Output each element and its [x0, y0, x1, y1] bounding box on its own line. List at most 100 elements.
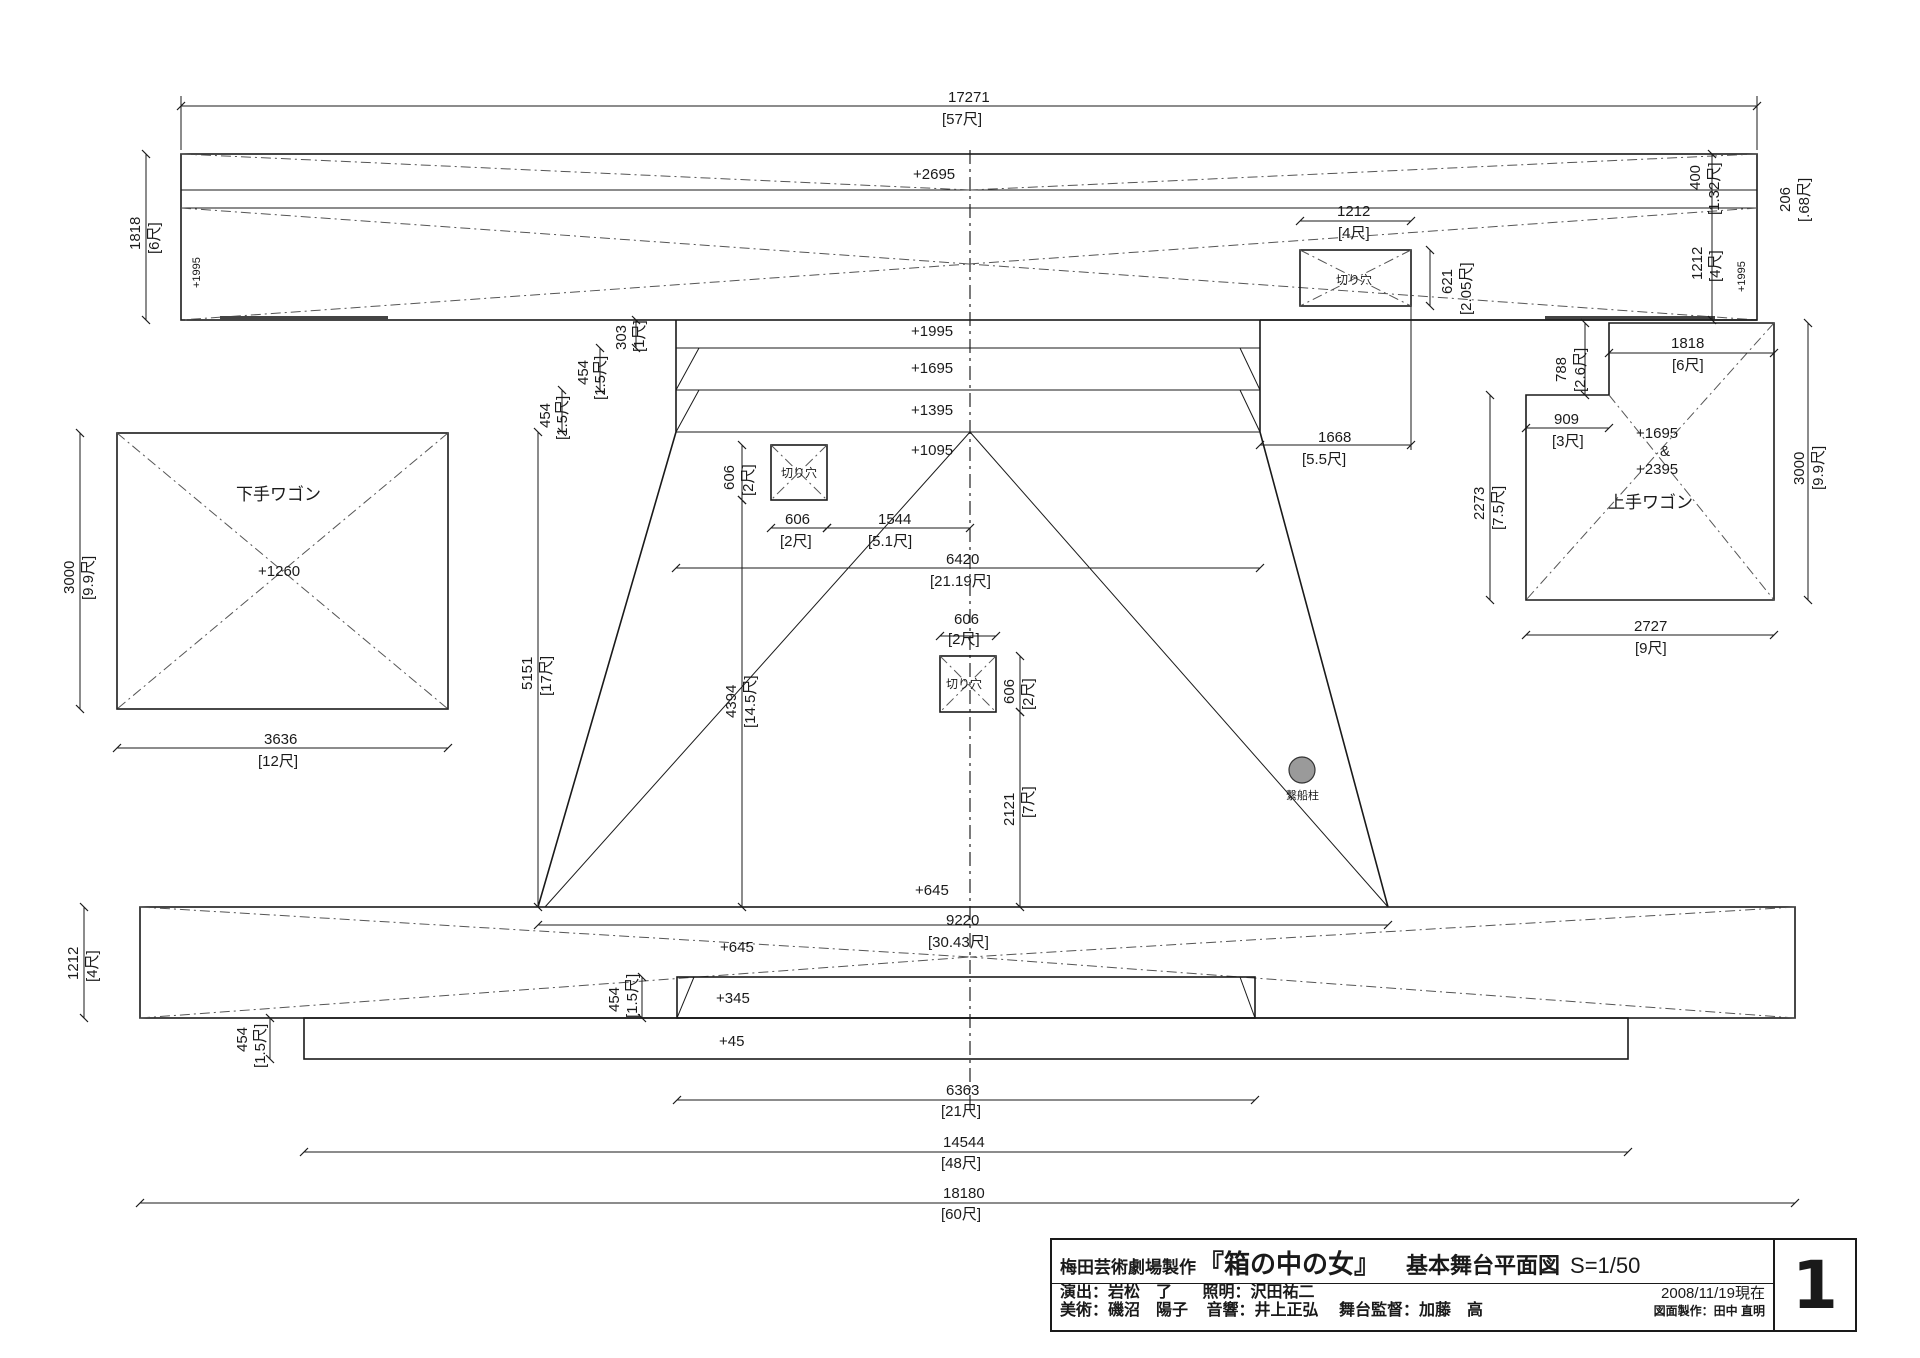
dim-206-mm: 206 — [1777, 187, 1794, 212]
credit-art: 美術：磯沼 陽子 — [1060, 1302, 1189, 1319]
trap-main-left — [770, 444, 828, 501]
dim-2121-mm: 2121 — [1001, 793, 1018, 826]
dim-3636-mm: 3636 — [264, 731, 297, 748]
dim-2727-mm: 2727 — [1634, 618, 1667, 635]
dim-18180-mm: 18180 — [943, 1185, 985, 1202]
dim-apron-454-mm: 454 — [234, 1027, 251, 1052]
level-apron: +45 — [719, 1033, 744, 1050]
trap-back-right — [1299, 249, 1412, 307]
dim-4394-shaku: [14.5尺] — [742, 675, 759, 728]
dim-400-mm: 400 — [1687, 165, 1704, 190]
dim-trap-c-h-shaku: [2尺] — [948, 631, 980, 648]
dim-overall-top-shaku: [57尺] — [942, 111, 982, 128]
dim-6420-shaku: [21.19尺] — [930, 573, 991, 590]
trap-label-left: 切り穴 — [781, 465, 817, 480]
level-step3: +1395 — [911, 402, 953, 419]
dim-wagon-r-1818-shaku: [6尺] — [1672, 357, 1704, 374]
dim-trap-w-shaku: [4尺] — [1338, 225, 1370, 242]
dim-back-depth-mm: 1818 — [127, 217, 144, 250]
dim-wagon-l-3000-mm: 3000 — [61, 561, 78, 594]
dim-apron-454-shaku: [1.5尺] — [252, 1024, 269, 1068]
dim-1668-mm: 1668 — [1318, 429, 1351, 446]
dim-trap-c-v-shaku: [2尺] — [1020, 678, 1037, 710]
dimension-lines — [75, 96, 1813, 1208]
dim-18180-shaku: [60尺] — [941, 1206, 981, 1223]
level-step1: +1995 — [911, 323, 953, 340]
dim-5151-shaku: [17尺] — [538, 656, 555, 696]
level-front-step: +345 — [716, 990, 750, 1007]
dim-14544-mm: 14544 — [943, 1134, 985, 1151]
level-wagon-right-amp: & — [1660, 443, 1670, 460]
dim-front-1212-shaku: [4尺] — [84, 950, 101, 982]
dim-2727-shaku: [9尺] — [1635, 640, 1667, 657]
dim-6363-mm: 6363 — [946, 1082, 979, 1099]
dim-wagon-l-3000-shaku: [9.9尺] — [80, 556, 97, 600]
wagon-left-label: 下手ワゴン — [236, 484, 321, 504]
dim-788-shaku: [2.6尺] — [1572, 348, 1589, 392]
mooring-post — [1288, 756, 1316, 784]
dim-wagon-r-3000-shaku: [9.9尺] — [1810, 446, 1827, 490]
level-main-stage: +1095 — [911, 442, 953, 459]
dim-1668-shaku: [5.5尺] — [1302, 451, 1346, 468]
level-step2: +1695 — [911, 360, 953, 377]
dim-trap-l-v-shaku: [2尺] — [740, 464, 757, 496]
dim-909-shaku: [3尺] — [1552, 433, 1584, 450]
sheet-number: 1 — [1792, 1246, 1838, 1324]
dim-14544-shaku: [48尺] — [941, 1155, 981, 1172]
play-title: 『箱の中の女』 — [1198, 1250, 1381, 1280]
back-platform — [180, 153, 1758, 321]
dim-1212-mm: 1212 — [1689, 247, 1706, 280]
credit-stage-manager: 舞台監督：加藤 高 — [1338, 1302, 1483, 1319]
dim-trap-l-v-mm: 606 — [721, 465, 738, 490]
dim-454b-shaku: [1.5尺] — [554, 396, 571, 440]
dim-overall-top-mm: 17271 — [948, 89, 990, 106]
dim-front-1212-mm: 1212 — [65, 947, 82, 980]
level-back-left: +1995 — [191, 257, 203, 288]
level-wagon-left: +1260 — [258, 563, 300, 580]
dim-1212-shaku: [4尺] — [1707, 250, 1724, 282]
dim-9220-shaku: [30.43尺] — [928, 934, 989, 951]
level-front-platform: +645 — [720, 939, 754, 956]
dim-9220-mm: 9220 — [946, 912, 979, 929]
pillar-label: 繋船柱 — [1286, 788, 1319, 802]
drawing-name: 基本舞台平面図 — [1406, 1253, 1561, 1278]
dim-front-454-mm: 454 — [606, 987, 623, 1012]
level-front-of-stage: +645 — [915, 882, 949, 899]
dim-454b-mm: 454 — [537, 403, 554, 428]
drawing-author: 図面製作：田中 直明 — [1653, 1304, 1765, 1318]
dim-wagon-r-3000-mm: 3000 — [1791, 452, 1808, 485]
dim-3636-shaku: [12尺] — [258, 753, 298, 770]
title-row: 梅田芸術劇場製作 『箱の中の女』 基本舞台平面図 S=1/50 — [1052, 1244, 1773, 1284]
apron — [303, 1017, 1629, 1060]
dim-front-454-shaku: [1.5尺] — [624, 974, 641, 1018]
level-wagon-right-b: +2395 — [1636, 461, 1678, 478]
level-wagon-right-a: +1695 — [1636, 425, 1678, 442]
credits-row-1: 演出：岩松 了 照明：沢田祐二 — [1060, 1284, 1765, 1302]
dim-back-depth-shaku: [6尺] — [146, 222, 163, 254]
trap-label-center: 切り穴 — [946, 676, 982, 691]
wagon-right — [1525, 322, 1775, 601]
dim-1544-mm: 1544 — [878, 511, 911, 528]
dim-trap-l-h-shaku: [2尺] — [780, 533, 812, 550]
dim-trap-h-shaku: [2.05尺] — [1458, 262, 1475, 315]
credit-lighting: 照明：沢田祐二 — [1202, 1284, 1315, 1301]
dim-4394-mm: 4394 — [723, 685, 740, 718]
title-block: 梅田芸術劇場製作 『箱の中の女』 基本舞台平面図 S=1/50 演出：岩松 了 … — [1050, 1238, 1857, 1332]
scale: S=1/50 — [1570, 1253, 1641, 1278]
producer: 梅田芸術劇場製作 — [1060, 1258, 1196, 1277]
dim-454a-mm: 454 — [575, 360, 592, 385]
trap-main-center — [939, 655, 997, 713]
dim-303-shaku: [1尺] — [631, 320, 648, 352]
credit-sound: 音響：井上正弘 — [1206, 1302, 1319, 1319]
dim-400-shaku: [1.32尺] — [1706, 162, 1723, 215]
level-back-right: +1995 — [1736, 261, 1748, 292]
dim-trap-c-v-mm: 606 — [1001, 679, 1018, 704]
dim-788-mm: 788 — [1553, 357, 1570, 382]
dim-trap-c-h-mm: 606 — [954, 611, 979, 628]
dim-2273-mm: 2273 — [1471, 487, 1488, 520]
dim-303-mm: 303 — [613, 325, 630, 350]
dim-909-mm: 909 — [1554, 411, 1579, 428]
dim-trap-l-h-mm: 606 — [785, 511, 810, 528]
dim-454a-shaku: [1.5尺] — [592, 356, 609, 400]
